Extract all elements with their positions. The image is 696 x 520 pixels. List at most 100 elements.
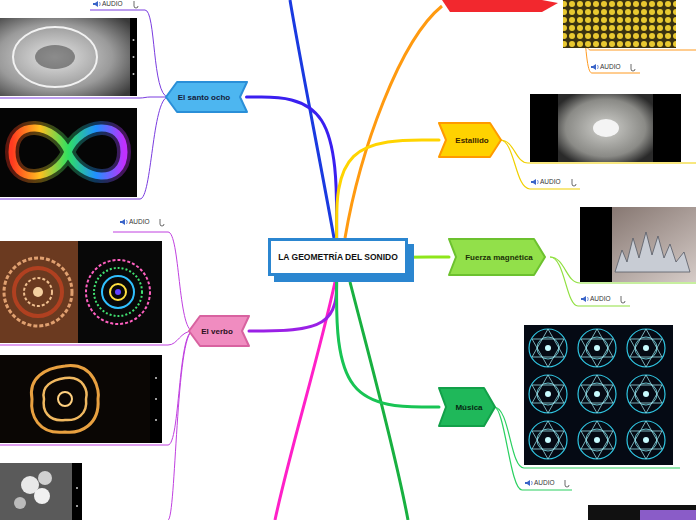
artwork-use	[578, 421, 616, 459]
topic-arrow: Música	[438, 387, 496, 427]
artwork-rect	[588, 505, 696, 520]
artwork-ellipse	[35, 45, 75, 69]
artwork-path	[525, 480, 530, 486]
photo-golden-rings	[0, 355, 162, 443]
topic-arrow: El verbo	[188, 315, 250, 347]
artwork-circle	[133, 39, 135, 41]
leader-lines	[0, 10, 168, 199]
artwork-path	[531, 481, 533, 485]
artwork-use	[627, 329, 665, 367]
artwork-use	[627, 421, 665, 459]
artwork-path	[631, 64, 635, 71]
artwork-circle	[86, 260, 150, 324]
artwork-circle	[115, 289, 121, 295]
artwork-rect	[640, 510, 696, 520]
artwork-g	[591, 64, 598, 70]
artwork-use	[529, 421, 567, 459]
artwork-rect	[0, 463, 82, 520]
branch-connector	[337, 276, 439, 407]
artwork-circle	[14, 268, 62, 316]
branch-line	[345, 6, 442, 238]
artwork-rect	[150, 355, 162, 443]
artwork-ellipse	[13, 27, 97, 87]
topic-shape	[442, 0, 558, 12]
branch-line	[290, 0, 334, 238]
photo-infinity	[0, 108, 137, 197]
artwork-circle	[110, 284, 126, 300]
artwork-use	[627, 375, 665, 413]
artwork-path	[99, 2, 101, 6]
branch-connector	[247, 97, 337, 238]
artwork-path	[134, 1, 138, 8]
artwork-path	[587, 297, 589, 301]
artwork-path	[31, 366, 98, 433]
photo-mandala	[0, 241, 162, 343]
artwork-path	[581, 296, 586, 302]
artwork-path	[565, 480, 569, 487]
artwork-path	[44, 378, 87, 421]
artwork-rect	[130, 18, 137, 96]
artwork-circle	[58, 392, 72, 406]
artwork-circle	[155, 419, 157, 421]
photo-sand-pattern	[563, 0, 676, 48]
artwork-circle	[133, 56, 135, 58]
artwork-path	[0, 97, 168, 199]
photo-partial	[588, 505, 696, 520]
photo-burst	[530, 94, 681, 162]
artwork-circle	[34, 488, 50, 504]
topic-text: Fuerza magnética	[465, 253, 533, 262]
photo-flower	[0, 463, 82, 520]
artwork-rect	[0, 355, 162, 443]
topic-outline	[166, 82, 247, 112]
artwork-circle	[14, 497, 26, 509]
artwork-use	[578, 329, 616, 367]
leader-lines	[0, 232, 193, 520]
artwork-rect	[558, 94, 653, 162]
audio-label: AUDIO	[590, 295, 611, 303]
artwork-path	[120, 219, 125, 225]
topic-text: LA GEOMETRÍA DEL SONIDO	[278, 252, 398, 262]
artwork-circle	[76, 505, 78, 507]
artwork-use	[578, 375, 616, 413]
artwork-path	[93, 1, 98, 7]
artwork-path	[621, 296, 625, 303]
audio-label: AUDIO	[102, 0, 123, 8]
artwork-path	[0, 97, 168, 98]
artwork-path	[12, 128, 124, 176]
artwork-path	[160, 219, 164, 226]
artwork-circle	[133, 73, 135, 75]
audio-label: AUDIO	[600, 63, 621, 71]
artwork-path	[12, 128, 124, 176]
artwork-circle	[33, 287, 43, 297]
artwork-rect	[580, 207, 696, 282]
topic-outline	[439, 123, 501, 157]
audio-label: AUDIO	[534, 479, 555, 487]
topic-arrow: Estallido	[438, 122, 502, 158]
artwork-circle	[24, 278, 52, 306]
artwork-use	[529, 329, 567, 367]
link-icons	[134, 1, 635, 487]
topic-arrow: El santo ocho	[165, 81, 248, 113]
photo-water-dish	[0, 18, 137, 96]
topic-outline	[189, 316, 249, 346]
artwork-rect	[0, 108, 137, 197]
artwork-rect	[530, 94, 681, 162]
artwork-g	[93, 1, 100, 7]
topic-outline	[439, 388, 495, 426]
artwork-path	[591, 64, 596, 70]
artwork-rect	[563, 0, 676, 48]
audio-label: AUDIO	[129, 218, 150, 226]
artwork-rect	[0, 241, 78, 343]
topic-text: El verbo	[201, 327, 233, 336]
topic-text: Música	[455, 403, 482, 412]
artwork-circle	[4, 258, 72, 326]
topic-text: Estallido	[455, 136, 488, 145]
photo-cymatics-grid	[524, 325, 673, 465]
artwork-path	[126, 220, 128, 224]
photo-ferrofluid	[580, 207, 696, 282]
artwork-circle	[102, 276, 134, 308]
audio-label: AUDIO	[540, 178, 561, 186]
artwork-path	[0, 331, 193, 445]
artwork-rect	[78, 241, 162, 343]
